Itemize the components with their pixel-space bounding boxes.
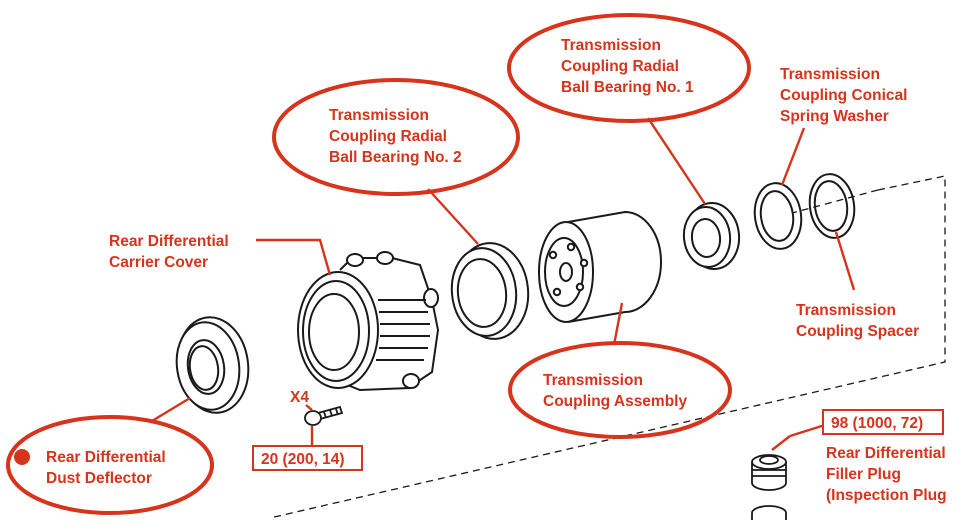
conical-spring-washer-label: Transmission Coupling Conical Spring Was… bbox=[780, 66, 912, 125]
carrier-cover-label: Rear Differential Carrier Cover bbox=[109, 233, 233, 271]
coupling-assembly-part bbox=[538, 210, 662, 323]
filler-plug-label: Rear Differential Filler Plug (Inspectio… bbox=[826, 445, 950, 504]
bearing-no1-label: Transmission Coupling Radial Ball Bearin… bbox=[561, 37, 694, 96]
bolt-torque-box bbox=[252, 445, 363, 471]
coupling-spacer-label: Transmission Coupling Spacer bbox=[796, 302, 919, 340]
dust-deflector-bullet-dot bbox=[14, 449, 30, 465]
conical-spring-washer-part bbox=[753, 182, 803, 250]
carrier-cover-part bbox=[297, 251, 440, 392]
filler-plug-part bbox=[751, 454, 787, 520]
coupling-spacer-part bbox=[808, 173, 856, 239]
torque-boxes bbox=[252, 409, 944, 471]
dust-deflector-label: Rear Differential Dust Deflector bbox=[46, 449, 170, 487]
bolt-part bbox=[304, 405, 344, 426]
bearing-no2-label: Transmission Coupling Radial Ball Bearin… bbox=[329, 107, 462, 166]
bearing-no2-part bbox=[450, 242, 530, 340]
bearing-no1-part bbox=[682, 202, 741, 270]
dust-deflector-callout-oval bbox=[6, 415, 214, 515]
coupling-assembly-label: Transmission Coupling Assembly bbox=[543, 372, 687, 410]
dust-deflector-part bbox=[175, 316, 250, 414]
bearing-no2-callout-oval bbox=[272, 78, 520, 196]
bolt-quantity-label: X4 bbox=[290, 389, 309, 406]
filler-plug-torque-box bbox=[822, 409, 944, 435]
filler-plug-torque-value: 98 (1000, 72) bbox=[831, 415, 923, 432]
coupling-assembly-callout-oval bbox=[508, 341, 732, 439]
bolt-torque-value: 20 (200, 14) bbox=[261, 451, 345, 468]
callout-ovals bbox=[6, 13, 751, 515]
bearing-no1-callout-oval bbox=[507, 13, 751, 123]
leader-lines bbox=[151, 117, 856, 451]
assembly-outline-dashed bbox=[269, 175, 946, 519]
